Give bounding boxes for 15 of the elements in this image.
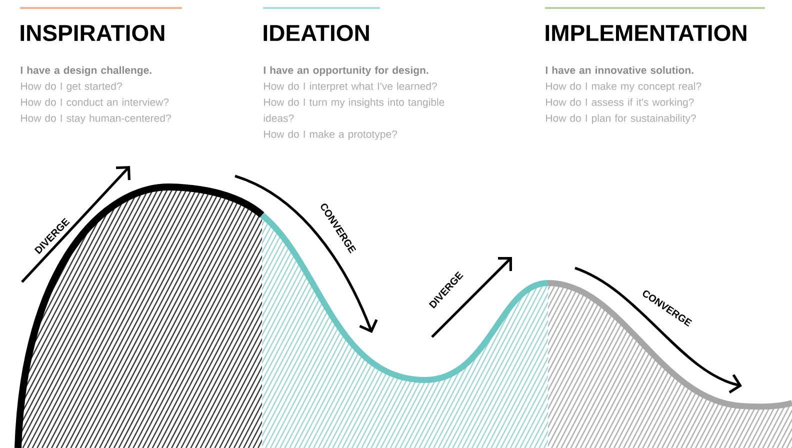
- question-text: How do I assess if it's working?: [546, 98, 694, 108]
- question-text: How do I make a prototype?: [264, 130, 398, 140]
- question-text: How do I conduct an interview?: [21, 98, 169, 106]
- phase-heading: INSPIRATION: [20, 24, 164, 42]
- phase-heading: IMPLEMENTATION: [546, 24, 746, 42]
- question-text: How do I interpret what I've learned?: [264, 82, 437, 92]
- question-text: How do I stay human-centered?: [21, 114, 171, 124]
- phase-heading: IDEATION: [264, 24, 369, 42]
- statement-text: I have an innovative solution.: [546, 66, 694, 74]
- statement-text: I have a design challenge.: [20, 66, 152, 76]
- question-text: How do I plan for sustainability?: [546, 114, 696, 124]
- question-text: How do I make my concept real?: [546, 82, 702, 92]
- statement-text: I have an opportunity for design.: [264, 66, 428, 76]
- question-text: How do I get started?: [21, 82, 122, 92]
- question-text: How do I turn my insights into tangible ideas?: [264, 98, 444, 122]
